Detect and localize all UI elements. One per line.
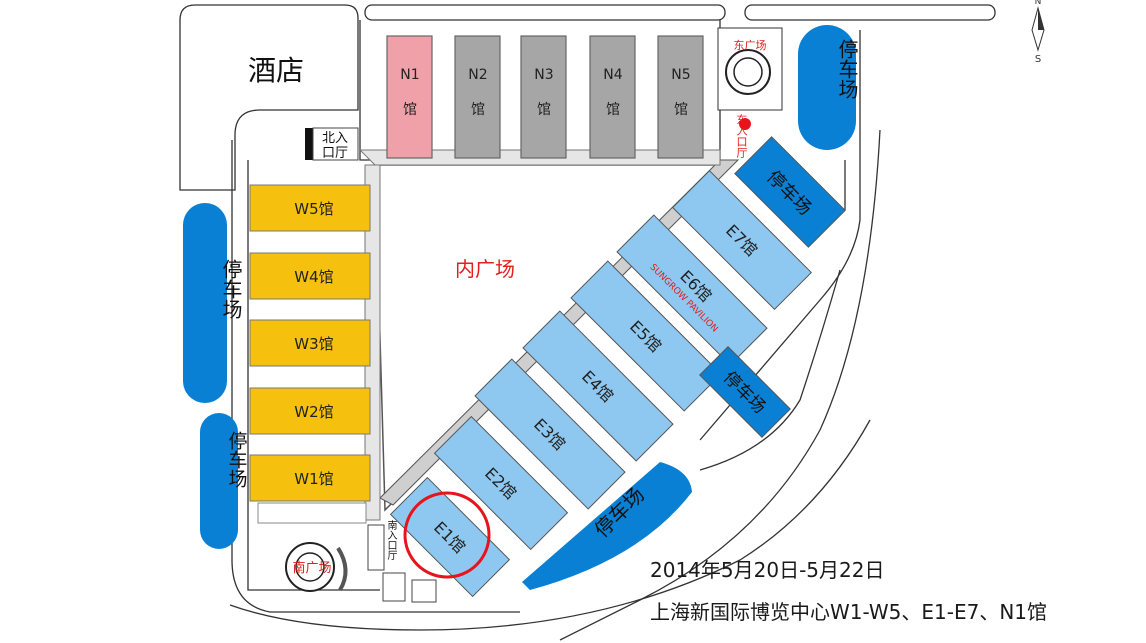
hall-w3[interactable] xyxy=(249,319,371,367)
hall-n1[interactable] xyxy=(386,35,433,159)
hall-n4-name: N4 xyxy=(603,67,622,83)
hall-n3-name: N3 xyxy=(534,67,553,83)
hall-e1[interactable] xyxy=(389,476,511,598)
hall-w5[interactable] xyxy=(249,184,371,232)
hall-w5-label: W5馆 xyxy=(294,200,333,218)
hall-n5-name: N5 xyxy=(671,67,690,83)
hall-e3[interactable] xyxy=(474,358,626,510)
parking-east-small[interactable] xyxy=(699,346,791,438)
hall-n2-name: N2 xyxy=(468,67,487,83)
south-plaza-label: 南广场 xyxy=(292,560,331,576)
hall-n4[interactable] xyxy=(589,35,636,159)
north-entrance-line2: 口厅 xyxy=(322,146,348,161)
hall-n2[interactable] xyxy=(454,35,501,159)
compass-south: S xyxy=(1035,54,1041,65)
hall-w1-label: W1馆 xyxy=(294,470,333,488)
parking-west-lower[interactable] xyxy=(200,413,238,549)
compass: N S xyxy=(1031,0,1045,65)
east-parking: 停车场 停车场 停车场 xyxy=(522,25,859,590)
hall-n4-suffix: 馆 xyxy=(606,102,620,118)
hall-e6[interactable] xyxy=(616,214,768,366)
east-halls: E1馆 E2馆 E3馆 E4馆 E5馆 E6馆 SUNGROW PAVILION… xyxy=(389,136,846,598)
north-halls: N1 馆 N2 馆 N3 馆 N4 馆 N5 馆 xyxy=(386,35,704,159)
compass-north: N xyxy=(1035,0,1042,7)
west-halls: W5馆 W4馆 W3馆 W2馆 W1馆 xyxy=(249,184,371,524)
hall-n3-suffix: 馆 xyxy=(537,102,551,118)
hall-w1[interactable] xyxy=(249,454,371,502)
hall-n5[interactable] xyxy=(657,35,704,159)
hall-w4[interactable] xyxy=(249,252,371,300)
hall-n1-name: N1 xyxy=(400,67,419,83)
parking-southeast[interactable] xyxy=(522,462,692,590)
hotel-label: 酒店 xyxy=(248,54,304,87)
hall-w4-label: W4馆 xyxy=(294,268,333,286)
parking-west-upper[interactable] xyxy=(183,203,227,403)
hall-n3[interactable] xyxy=(520,35,567,159)
hall-n5-suffix: 馆 xyxy=(674,102,688,118)
hall-w3-label: W3馆 xyxy=(294,335,333,353)
parking-northeast-lot[interactable] xyxy=(734,136,846,248)
hall-e7[interactable] xyxy=(671,169,813,311)
hall-n2-suffix: 馆 xyxy=(471,102,485,118)
inner-plaza-label: 内广场 xyxy=(455,257,515,281)
hall-w2[interactable] xyxy=(249,387,371,435)
north-entrance-line1: 北入 xyxy=(322,131,348,146)
hall-e4[interactable] xyxy=(522,310,674,462)
service-icon xyxy=(739,118,751,130)
highlight-e1-circle xyxy=(403,491,491,579)
event-date: 2014年5月20日-5月22日 xyxy=(650,558,885,582)
parking-northeast[interactable] xyxy=(798,25,856,150)
west-parking: 停车场 停车场 xyxy=(183,203,248,549)
hall-e5[interactable] xyxy=(570,260,722,412)
hall-e2[interactable] xyxy=(433,415,569,551)
hall-w2-label: W2馆 xyxy=(294,403,333,421)
event-venue: 上海新国际博览中心W1-W5、E1-E7、N1馆 xyxy=(650,600,1048,624)
hall-n1-suffix: 馆 xyxy=(403,102,417,118)
west-annex xyxy=(257,502,367,524)
east-plaza-label: 东广场 xyxy=(734,38,767,52)
north-entrance: 北入 口厅 xyxy=(305,127,359,161)
